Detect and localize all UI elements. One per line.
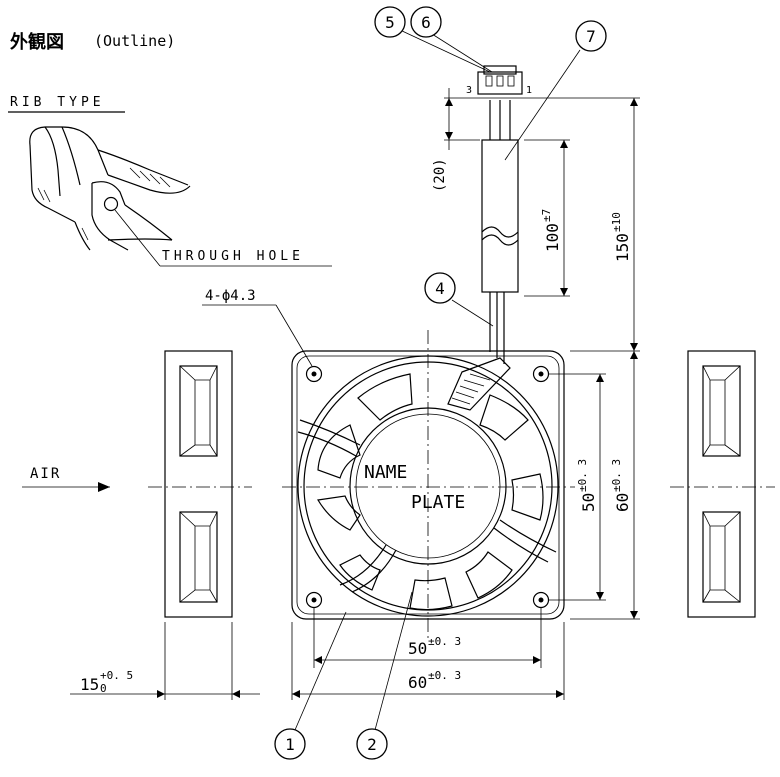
name-plate-line1: NAME: [364, 462, 407, 483]
callout-7: 7: [504, 20, 607, 161]
dim-height-tol: ±0. 3: [610, 459, 623, 492]
svg-text:7: 7: [586, 27, 596, 46]
callout-2: 2: [356, 591, 413, 760]
svg-text:1: 1: [285, 735, 295, 754]
svg-text:6: 6: [421, 13, 431, 32]
holes-label: 4-ϕ4.3: [205, 288, 256, 304]
name-plate-line2: PLATE: [411, 492, 465, 513]
airflow-arrow-icon: [98, 482, 110, 492]
svg-text:4: 4: [435, 279, 445, 298]
rib-type-label: RIB TYPE: [10, 95, 105, 110]
dim-lead-offset: (20): [432, 158, 448, 192]
callout-4: 4: [424, 272, 494, 327]
svg-text:2: 2: [367, 735, 377, 754]
dim-lead-total: 150: [613, 233, 632, 262]
dim-width-tol: ±0. 3: [428, 669, 461, 682]
rib-detail: RIB TYPE THROUGH HOLE: [8, 95, 332, 267]
fan-front-view: NAME PLATE: [291, 350, 565, 620]
lead-wire: [481, 100, 519, 364]
dim-hole-pitch-v: 50: [579, 493, 598, 512]
dim-hole-pitch-h-tol: ±0. 3: [428, 635, 461, 648]
connector: 3 1: [466, 65, 532, 96]
dim-hole-pitch-v-tol: ±0. 3: [576, 459, 589, 492]
dim-sleeve: 100: [543, 223, 562, 252]
title-jp: 外観図: [10, 31, 64, 53]
left-side-view: [164, 350, 233, 618]
dim-lead-total-tol: ±10: [610, 212, 623, 232]
callout-6: 6: [410, 6, 493, 73]
pin-label-3: 3: [466, 85, 472, 96]
right-side-view: [687, 350, 756, 618]
dim-height: 60: [613, 493, 632, 512]
through-hole-label: THROUGH HOLE: [162, 249, 304, 264]
title-en: (Outline): [94, 32, 175, 50]
svg-text:5: 5: [385, 13, 395, 32]
dim-width: 60: [408, 673, 427, 692]
dim-depth-tol-lower: 0: [100, 682, 107, 695]
dim-depth: 15: [80, 675, 99, 694]
callout-1: 1: [274, 611, 347, 760]
dim-sleeve-tol: ±7: [540, 209, 553, 222]
pin-label-1: 1: [526, 85, 532, 96]
through-hole-icon: [103, 196, 119, 212]
dim-depth-tol-upper: +0. 5: [100, 669, 133, 682]
air-label: AIR: [30, 466, 61, 482]
dim-hole-pitch-h: 50: [408, 639, 427, 658]
callout-5: 5: [374, 6, 491, 73]
